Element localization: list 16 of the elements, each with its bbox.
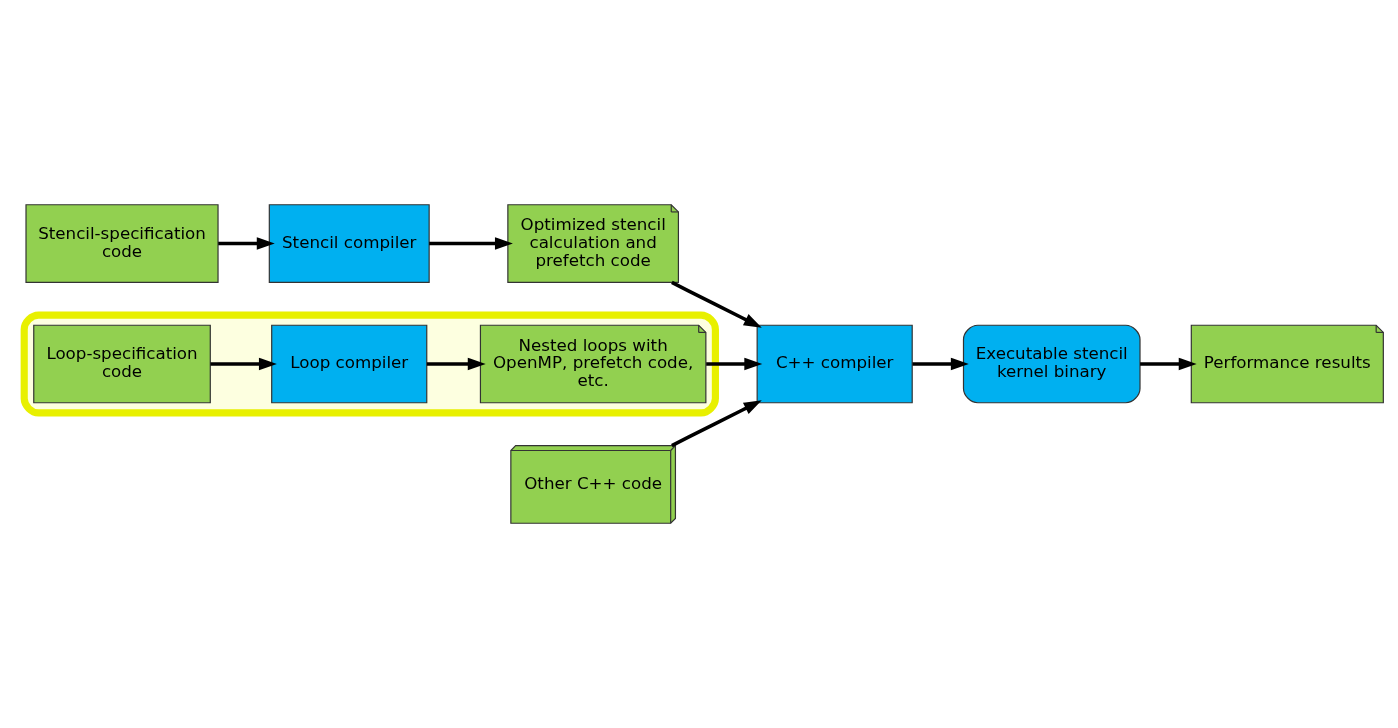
node-box: Stencil-specification code: [25, 204, 219, 283]
arrow: [671, 400, 762, 448]
arrow: [210, 357, 277, 371]
arrow: [1140, 357, 1197, 371]
cluster: [20, 311, 719, 417]
node-box: Executable stencil kernel binary: [962, 324, 1141, 404]
node-box: Loop compiler: [271, 324, 428, 404]
arrow: [706, 357, 763, 371]
node-box: Stencil compiler: [268, 204, 430, 283]
arrow: [218, 237, 275, 250]
arrow: [912, 357, 969, 371]
node-box: Loop-specification code: [33, 324, 211, 404]
node-box: C++ compiler: [756, 324, 913, 404]
arrow: [426, 357, 486, 371]
arrow: [671, 280, 762, 328]
arrow: [429, 237, 513, 250]
